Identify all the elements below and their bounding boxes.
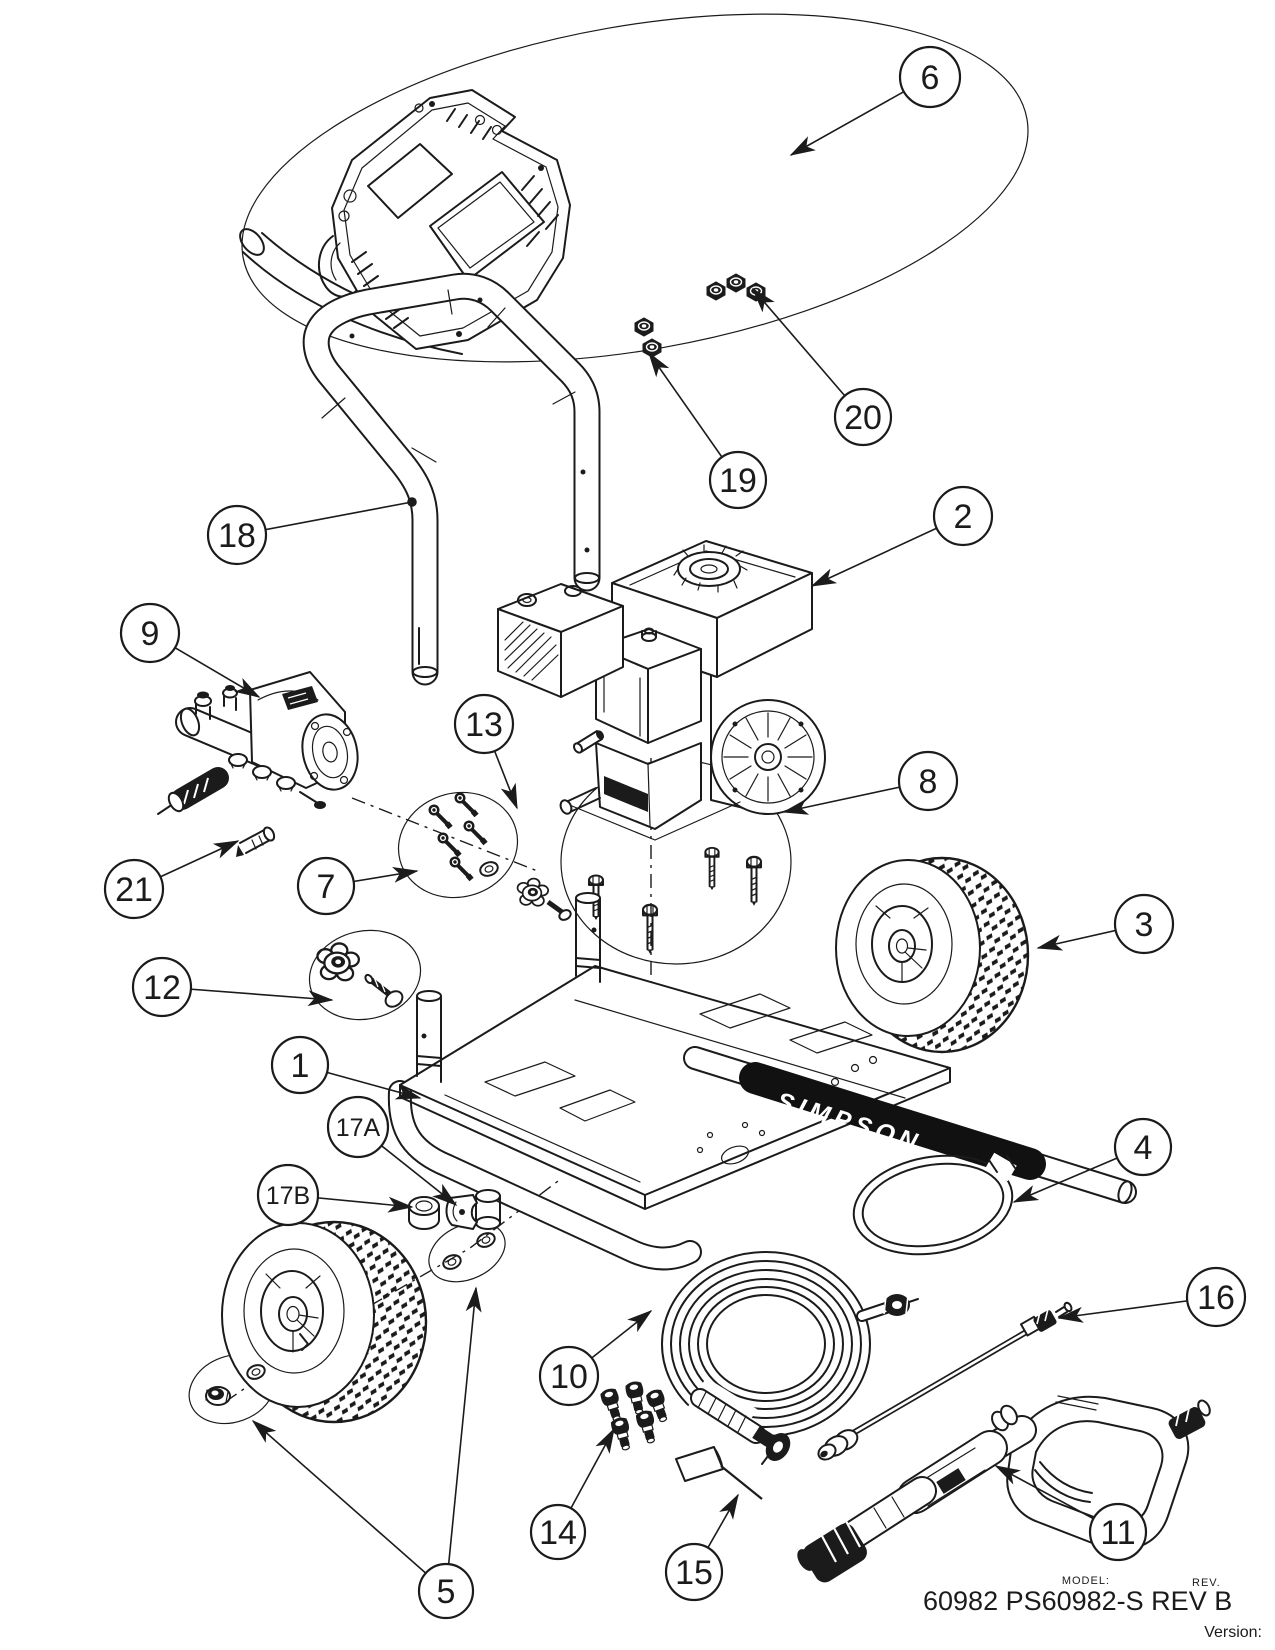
svg-text:21: 21 xyxy=(115,871,153,909)
part-nozzle-cleaner xyxy=(675,1446,763,1500)
svg-text:3: 3 xyxy=(1135,906,1154,944)
callouts: 1 2 3 4 5 6 7 8 9 10 11 12 13 14 15 16 1… xyxy=(103,45,1247,1620)
title-block: MODEL: 60982 PS60982-S REV B REV. Versio… xyxy=(923,1575,1262,1641)
svg-text:5: 5 xyxy=(437,1573,456,1611)
leader-5a xyxy=(251,1419,447,1592)
svg-text:1: 1 xyxy=(291,1047,310,1085)
callout-1: 1 xyxy=(270,1035,330,1095)
part-wheel-left xyxy=(221,1220,428,1424)
callout-15: 15 xyxy=(664,1542,724,1602)
version-label: Version: xyxy=(1204,1624,1262,1641)
svg-text:11: 11 xyxy=(1100,1514,1135,1552)
model-label: MODEL: xyxy=(1062,1575,1110,1587)
svg-text:13: 13 xyxy=(465,706,503,744)
part-wheel-right xyxy=(835,856,1030,1054)
svg-text:12: 12 xyxy=(143,969,181,1007)
callout-11: 11 xyxy=(1088,1502,1148,1562)
part-frame: SIMPSON xyxy=(387,877,1137,1271)
callout-9: 9 xyxy=(119,602,181,664)
part-key-pin xyxy=(572,730,605,754)
svg-text:19: 19 xyxy=(719,462,757,500)
callout-17a: 17A xyxy=(326,1095,390,1159)
svg-text:17A: 17A xyxy=(336,1114,381,1142)
detail-ellipse-panel xyxy=(241,13,1029,363)
callout-7: 7 xyxy=(296,856,356,916)
svg-text:2: 2 xyxy=(954,498,973,536)
svg-text:16: 16 xyxy=(1197,1279,1235,1317)
svg-text:10: 10 xyxy=(550,1358,588,1396)
callout-16: 16 xyxy=(1185,1266,1247,1328)
axis-pump-engine xyxy=(351,797,541,873)
part-bolts-8 xyxy=(588,846,763,955)
svg-text:4: 4 xyxy=(1134,1129,1153,1167)
part-nuts-20 xyxy=(706,273,766,302)
leader-5b xyxy=(445,1286,482,1592)
callout-19: 19 xyxy=(708,450,768,510)
svg-text:20: 20 xyxy=(844,399,882,437)
callout-3: 3 xyxy=(1113,893,1175,955)
part-axle-hardware-left xyxy=(205,1361,268,1406)
callout-13: 13 xyxy=(453,693,515,755)
callout-10: 10 xyxy=(538,1345,600,1407)
svg-text:6: 6 xyxy=(921,59,940,97)
svg-text:8: 8 xyxy=(919,763,938,801)
part-pump xyxy=(157,671,359,815)
svg-text:17B: 17B xyxy=(266,1182,310,1210)
part-fitting-21 xyxy=(236,826,276,857)
part-handle xyxy=(302,272,601,686)
rev-label: REV. xyxy=(1192,1577,1221,1589)
svg-text:7: 7 xyxy=(317,868,336,906)
callout-20: 20 xyxy=(833,387,893,447)
callout-5: 5 xyxy=(417,1562,475,1620)
part-knob-12 xyxy=(316,942,404,1008)
model-value: 60982 PS60982-S REV B xyxy=(923,1586,1232,1616)
part-pressure-hose xyxy=(661,1251,919,1465)
callout-6: 6 xyxy=(898,45,962,109)
part-garden-hose-loop xyxy=(852,1152,1017,1256)
part-spray-gun xyxy=(797,1395,1211,1583)
callout-18: 18 xyxy=(206,504,268,566)
part-engine xyxy=(497,540,826,841)
callout-17b: 17B xyxy=(256,1163,320,1227)
detail-ellipse-knob xyxy=(308,929,422,1021)
part-screws-7 xyxy=(427,792,501,879)
svg-text:14: 14 xyxy=(539,1514,577,1552)
svg-text:9: 9 xyxy=(141,615,160,653)
detail-ellipse-screws xyxy=(397,791,519,899)
callout-14: 14 xyxy=(529,1503,587,1561)
svg-text:15: 15 xyxy=(675,1554,713,1592)
callout-8: 8 xyxy=(897,750,959,812)
part-axle-hardware-right xyxy=(440,1229,498,1273)
callout-2: 2 xyxy=(932,485,994,547)
detail-ellipse-axle-right xyxy=(428,1221,506,1283)
part-nozzles xyxy=(598,1379,673,1453)
svg-text:18: 18 xyxy=(218,517,256,555)
callout-12: 12 xyxy=(131,956,193,1018)
callout-4: 4 xyxy=(1113,1117,1173,1177)
part-cap-17b xyxy=(408,1196,440,1230)
callout-21: 21 xyxy=(103,858,165,920)
